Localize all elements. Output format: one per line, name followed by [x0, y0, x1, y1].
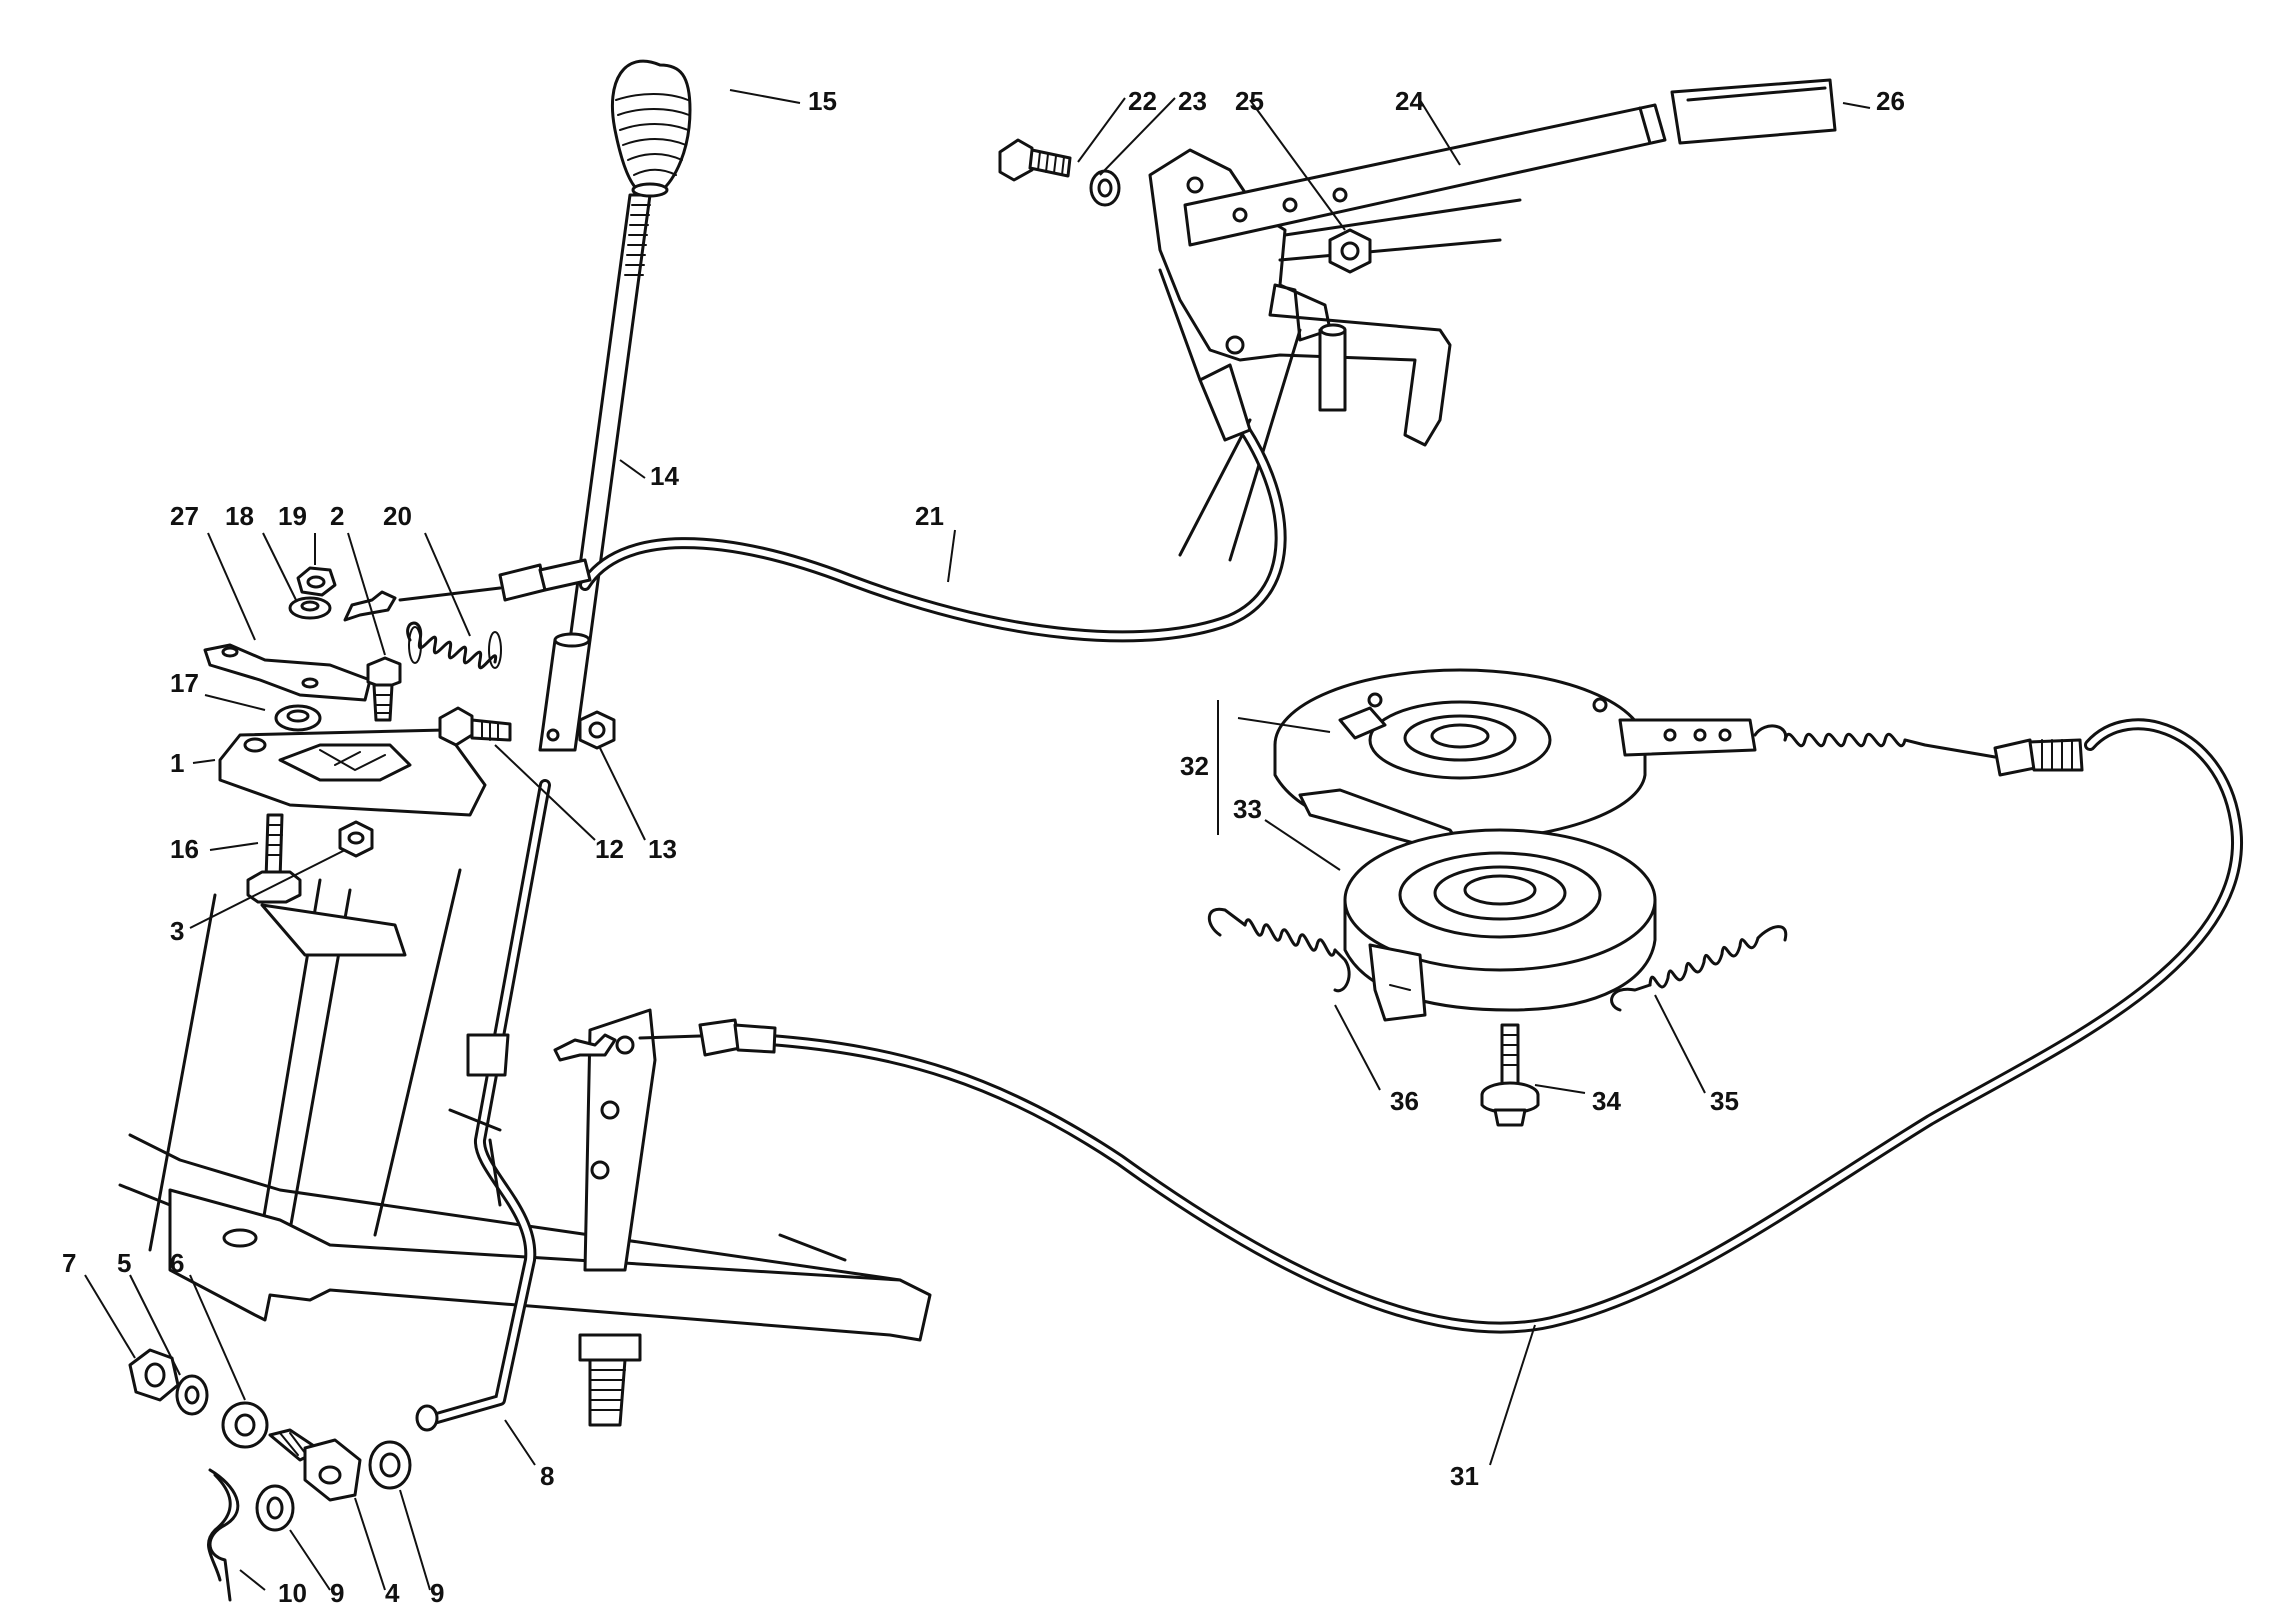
nut-25: [1328, 228, 1372, 274]
label-35: 35: [1710, 1086, 1739, 1116]
washer-9b: [368, 1440, 412, 1490]
label-1: 1: [170, 748, 184, 778]
label-5: 5: [117, 1248, 131, 1278]
clutch-return-spring: [1753, 724, 2084, 777]
bolt-16: [246, 813, 302, 904]
split-pin-10: [207, 1468, 240, 1602]
label-15: 15: [808, 86, 837, 116]
label-6: 6: [170, 1248, 184, 1278]
label-21: 21: [915, 501, 944, 531]
label-19: 19: [278, 501, 307, 531]
spring-20: [406, 621, 502, 670]
label-26: 26: [1876, 86, 1905, 116]
washer-5: [175, 1374, 209, 1416]
bolt-34: [1480, 1023, 1540, 1127]
label-23: 23: [1178, 86, 1207, 116]
label-16: 16: [170, 834, 199, 864]
rod-clip: [466, 1033, 510, 1077]
label-17: 17: [170, 668, 199, 698]
washer-6: [221, 1401, 269, 1449]
nut-19: [296, 566, 337, 597]
label-18: 18: [225, 501, 254, 531]
label-20: 20: [383, 501, 412, 531]
cable-31: [553, 718, 2243, 1334]
washer-18: [288, 596, 332, 620]
clutch-lower-33: [1343, 828, 1657, 1022]
selector-bracket: [203, 643, 372, 702]
label-2: 2: [330, 501, 344, 531]
label-4: 4: [385, 1578, 400, 1608]
spring-35: [1610, 925, 1788, 1012]
bolt-12: [438, 706, 512, 747]
bolt-4: [268, 1428, 362, 1502]
clutch-upper-32: [1273, 668, 1757, 852]
lever-grip: [1670, 78, 1837, 145]
lever-arm: [1183, 78, 1837, 247]
gear-lever: [538, 193, 652, 752]
label-25: 25: [1235, 86, 1264, 116]
label-10: 10: [278, 1578, 307, 1608]
label-9-left: 9: [330, 1578, 344, 1608]
bolt-22: [998, 138, 1072, 182]
label-3: 3: [170, 916, 184, 946]
select-plate: [218, 728, 487, 817]
label-27: 27: [170, 501, 199, 531]
spring-36: [1207, 907, 1351, 993]
bolt-2: [366, 656, 402, 722]
label-8: 8: [540, 1461, 554, 1491]
washer-9a: [255, 1484, 295, 1532]
label-34: 34: [1592, 1086, 1621, 1116]
nut-13: [578, 710, 616, 750]
label-33: 33: [1233, 794, 1262, 824]
label-22: 22: [1128, 86, 1157, 116]
cable-21: [343, 268, 1287, 643]
label-9-right: 9: [430, 1578, 444, 1608]
callout-labels: 15 22 23 25 24 26 14 21 27 18 19 2 20 17…: [62, 86, 1905, 1608]
label-7: 7: [62, 1248, 76, 1278]
label-32: 32: [1180, 751, 1209, 781]
washer-23: [1089, 169, 1121, 207]
label-12: 12: [595, 834, 624, 864]
label-13: 13: [648, 834, 677, 864]
chassis-frame: [118, 868, 932, 1427]
link-rod: [415, 779, 551, 1432]
label-31: 31: [1450, 1461, 1479, 1491]
label-14: 14: [650, 461, 679, 491]
nut-3: [338, 820, 374, 858]
label-36: 36: [1390, 1086, 1419, 1116]
label-24: 24: [1395, 86, 1424, 116]
leader-lines: [84, 89, 1871, 1591]
washer-17: [274, 704, 322, 732]
gear-knob: [610, 59, 692, 198]
